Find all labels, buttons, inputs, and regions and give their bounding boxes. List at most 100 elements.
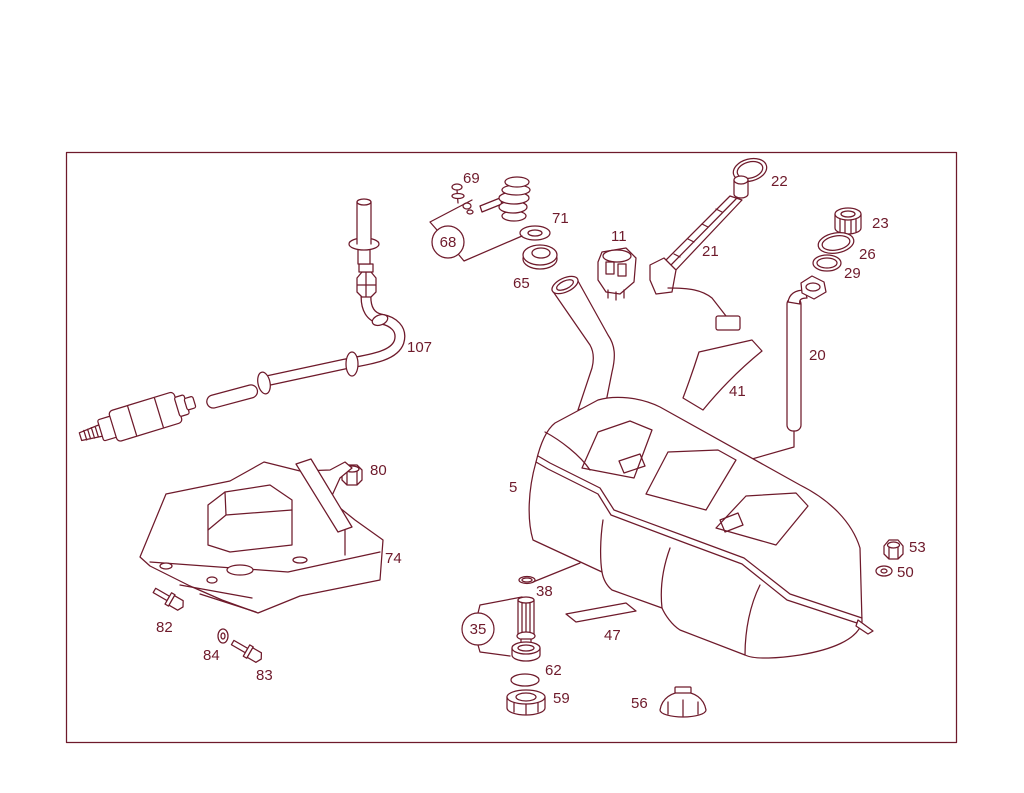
part-29-ring-drawing bbox=[812, 254, 842, 272]
pipe-clamp bbox=[257, 371, 271, 395]
callout-56[interactable]: 56 bbox=[631, 695, 648, 712]
sensor-top bbox=[602, 249, 632, 263]
callout-20[interactable]: 20 bbox=[809, 347, 826, 364]
sensor-plug bbox=[617, 263, 627, 277]
pump-body-bands bbox=[127, 397, 164, 436]
callout-35[interactable]: 35 bbox=[470, 621, 487, 638]
part-21-sender-drawing bbox=[649, 175, 749, 331]
callout-68-circle bbox=[431, 225, 465, 259]
strainer-ribs bbox=[521, 600, 531, 636]
guard-hole bbox=[292, 556, 308, 564]
ring-inner bbox=[816, 257, 838, 269]
filler-neck-bore bbox=[556, 279, 574, 291]
cover-tabs bbox=[667, 699, 699, 717]
callout-83[interactable]: 83 bbox=[256, 667, 273, 684]
part-53-nut-drawing bbox=[883, 539, 904, 560]
part-38-ring-drawing bbox=[518, 575, 536, 585]
callout-41[interactable]: 41 bbox=[729, 383, 746, 400]
part-20-tube-drawing bbox=[786, 275, 827, 432]
guard-hole bbox=[159, 562, 173, 570]
sender-connector bbox=[715, 315, 741, 331]
tank-lower-contours bbox=[544, 431, 761, 656]
nut-bore bbox=[840, 210, 856, 218]
callout-65[interactable]: 65 bbox=[513, 275, 530, 292]
part-41-pad-drawing bbox=[682, 339, 763, 411]
callout-21[interactable]: 21 bbox=[702, 243, 719, 260]
pipe-union-nut bbox=[356, 271, 377, 298]
pipe-stub bbox=[356, 201, 372, 245]
guard-ribs bbox=[179, 584, 257, 613]
leader-line bbox=[744, 430, 795, 462]
gasket-hole bbox=[527, 229, 543, 237]
nut-bore bbox=[515, 692, 537, 702]
callout-labels: 69 68 71 65 11 22 21 23 26 29 20 41 107 … bbox=[156, 170, 926, 712]
washer-hole bbox=[880, 568, 888, 574]
part-26-ring-drawing bbox=[817, 232, 855, 254]
callout-5[interactable]: 5 bbox=[509, 479, 517, 496]
guard-box-lines bbox=[207, 491, 293, 531]
diagram-frame bbox=[65, 151, 958, 744]
callout-22[interactable]: 22 bbox=[771, 173, 788, 190]
part-74-guard-drawing bbox=[139, 458, 384, 614]
clip-part bbox=[466, 209, 474, 215]
part-56-cover-drawing bbox=[659, 686, 707, 718]
callout-59[interactable]: 59 bbox=[553, 690, 570, 707]
sensor-plug bbox=[605, 261, 615, 275]
part-82-screw-drawing bbox=[152, 587, 184, 611]
callout-11[interactable]: 11 bbox=[611, 228, 627, 245]
callout-69[interactable]: 69 bbox=[463, 170, 480, 187]
guard-hole bbox=[226, 564, 254, 576]
pipe-collar bbox=[358, 263, 374, 273]
callout-38[interactable]: 38 bbox=[536, 583, 553, 600]
callout-82[interactable]: 82 bbox=[156, 619, 173, 636]
callout-23[interactable]: 23 bbox=[872, 215, 889, 232]
callout-26[interactable]: 26 bbox=[859, 246, 876, 263]
part-59-nut-drawing bbox=[506, 689, 546, 716]
tank-flange bbox=[535, 455, 863, 625]
screw-head bbox=[246, 647, 263, 663]
callout-35-circle bbox=[461, 612, 495, 646]
part-62-oring-drawing bbox=[510, 673, 540, 687]
filler-neck-tube bbox=[551, 280, 615, 411]
sender-bracket bbox=[649, 257, 677, 295]
tube-fitting-ring bbox=[805, 282, 821, 292]
callout-68[interactable]: 68 bbox=[440, 234, 457, 251]
callout-29[interactable]: 29 bbox=[844, 265, 861, 282]
guard-hole bbox=[206, 576, 218, 584]
callout-107[interactable]: 107 bbox=[407, 339, 432, 356]
pipe-stub-opening bbox=[356, 198, 372, 206]
part-47-pad-drawing bbox=[565, 602, 637, 623]
callout-62[interactable]: 62 bbox=[545, 662, 562, 679]
callout-80[interactable]: 80 bbox=[370, 462, 387, 479]
boot-tube bbox=[479, 197, 503, 213]
nut-knurl bbox=[839, 218, 857, 234]
fuel-pipe-inner bbox=[261, 292, 405, 386]
pipe-clamp bbox=[371, 313, 389, 327]
screw-head bbox=[168, 595, 184, 611]
part-23-nut-drawing bbox=[834, 207, 862, 235]
callout-84[interactable]: 84 bbox=[203, 647, 220, 664]
boot-fold bbox=[504, 176, 530, 188]
nut-top bbox=[886, 541, 901, 549]
sender-fitting bbox=[733, 179, 749, 199]
tank-window bbox=[618, 453, 646, 474]
part-68-boot-drawing bbox=[479, 176, 531, 222]
strainer-base-bore bbox=[517, 644, 535, 652]
callout-74[interactable]: 74 bbox=[385, 550, 402, 567]
nut-notches bbox=[513, 702, 539, 715]
hose-piece bbox=[206, 384, 259, 409]
guard-strut bbox=[295, 458, 353, 533]
diagram-drawings bbox=[65, 151, 958, 744]
callout-71[interactable]: 71 bbox=[552, 210, 569, 227]
callout-50[interactable]: 50 bbox=[897, 564, 914, 581]
ring-inner bbox=[821, 235, 851, 251]
callout-47[interactable]: 47 bbox=[604, 627, 621, 644]
guard-raised-box bbox=[207, 484, 293, 553]
callout-53[interactable]: 53 bbox=[909, 539, 926, 556]
part-11-sensor-drawing bbox=[597, 247, 637, 301]
screw-shaft bbox=[230, 639, 249, 654]
part-107-fuel-line-drawing bbox=[206, 198, 406, 409]
pump-body bbox=[108, 391, 183, 442]
ring-inner bbox=[521, 577, 533, 583]
